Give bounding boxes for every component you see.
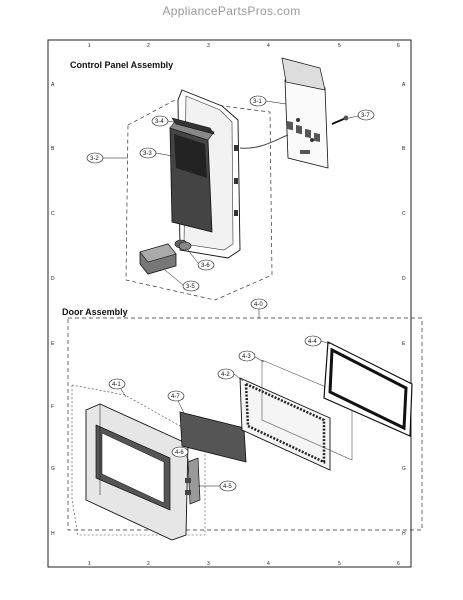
door-assembly-dashed-outline — [67, 317, 423, 531]
door-latch — [185, 457, 201, 505]
control-screw — [331, 115, 349, 125]
callout-4-0: 4-0 — [250, 298, 268, 318]
grid-row-label: H — [51, 531, 55, 537]
grid-row-label: B — [51, 146, 55, 152]
svg-text:3-2: 3-2 — [90, 156, 99, 162]
grid-col-label: 6 — [397, 561, 400, 567]
callout-3-1: 3-1 — [249, 95, 287, 107]
door-inner-panel — [261, 359, 353, 461]
svg-text:3-4: 3-4 — [155, 119, 164, 125]
display-window — [171, 117, 215, 135]
grid-col-label: 5 — [338, 561, 341, 567]
callout-4-1: 4-1 — [108, 378, 127, 398]
door-release-button — [139, 243, 177, 275]
grid-col-labels-bottom: 1 2 3 4 5 6 — [88, 561, 400, 567]
grid-col-label: 3 — [207, 43, 210, 49]
grid-row-label: D — [51, 276, 55, 282]
grid-row-labels-right: A B C D E F G H — [402, 82, 406, 537]
callout-4-7: 4-7 — [167, 390, 185, 414]
callout-3-4: 3-4 — [151, 115, 175, 127]
grid-row-label: G — [402, 466, 406, 472]
svg-text:4-6: 4-6 — [175, 450, 184, 456]
callout-4-5: 4-5 — [198, 480, 237, 492]
callout-4-3: 4-3 — [238, 350, 265, 363]
grid-col-labels-top: 1 2 3 4 5 6 — [88, 43, 400, 49]
door-mesh-panel — [239, 377, 331, 471]
grid-col-label: 1 — [88, 43, 91, 49]
grid-row-label: G — [51, 466, 55, 472]
grid-row-label: H — [402, 531, 406, 537]
grid-col-label: 1 — [88, 561, 91, 567]
control-face-plate — [169, 119, 215, 233]
door-frame — [85, 403, 189, 541]
ribbon-cable — [239, 134, 289, 149]
callout-3-3: 3-3 — [139, 147, 173, 159]
grid-row-label: E — [51, 341, 55, 347]
grid-col-label: 2 — [147, 43, 150, 49]
svg-text:4-2: 4-2 — [221, 372, 230, 378]
callout-3-6: 3-6 — [187, 249, 215, 271]
svg-text:4-0: 4-0 — [254, 302, 263, 308]
grid-col-label: 6 — [397, 43, 400, 49]
door-choke-cover — [323, 341, 413, 437]
svg-text:4-4: 4-4 — [308, 339, 317, 345]
svg-text:3-3: 3-3 — [143, 151, 152, 157]
svg-text:4-5: 4-5 — [223, 484, 232, 490]
watermark-text: AppliancePartsPros.com — [162, 4, 301, 18]
grid-col-label: 5 — [338, 43, 341, 49]
control-panel-assembly-title: Control Panel Assembly — [70, 60, 173, 70]
door-release-spring — [174, 239, 192, 251]
grid-row-label: A — [51, 82, 55, 88]
door-shield-plate — [179, 411, 247, 463]
callout-4-2: 4-2 — [217, 368, 244, 382]
grid-row-label: C — [51, 211, 55, 217]
grid-col-label: 4 — [267, 561, 270, 567]
svg-text:4-7: 4-7 — [171, 394, 180, 400]
svg-text:3-5: 3-5 — [186, 284, 195, 290]
callout-3-5: 3-5 — [164, 269, 200, 292]
callout-4-6: 4-6 — [171, 446, 191, 463]
grid-col-label: 4 — [267, 43, 270, 49]
grid-row-label: A — [402, 82, 406, 88]
callout-3-2: 3-2 — [86, 152, 128, 164]
control-panel-dashed-outline — [125, 99, 273, 301]
door-assembly-title: Door Assembly — [62, 307, 128, 317]
grid-row-label: F — [51, 404, 54, 410]
callout-4-4: 4-4 — [304, 335, 331, 347]
grid-col-label: 3 — [207, 561, 210, 567]
grid-row-label: D — [402, 276, 406, 282]
control-pcb-board — [281, 57, 329, 169]
svg-text:4-1: 4-1 — [112, 382, 121, 388]
svg-text:4-3: 4-3 — [242, 354, 251, 360]
svg-text:3-1: 3-1 — [253, 99, 262, 105]
callout-3-7: 3-7 — [348, 109, 375, 121]
diagram-border — [47, 39, 412, 568]
svg-text:3-6: 3-6 — [201, 263, 210, 269]
svg-text:3-7: 3-7 — [361, 113, 370, 119]
grid-row-labels-left: A B C D E F G H — [51, 82, 55, 537]
grid-col-label: 2 — [147, 561, 150, 567]
grid-row-label: B — [402, 146, 406, 152]
grid-row-label: C — [402, 211, 406, 217]
grid-row-label: E — [402, 341, 406, 347]
